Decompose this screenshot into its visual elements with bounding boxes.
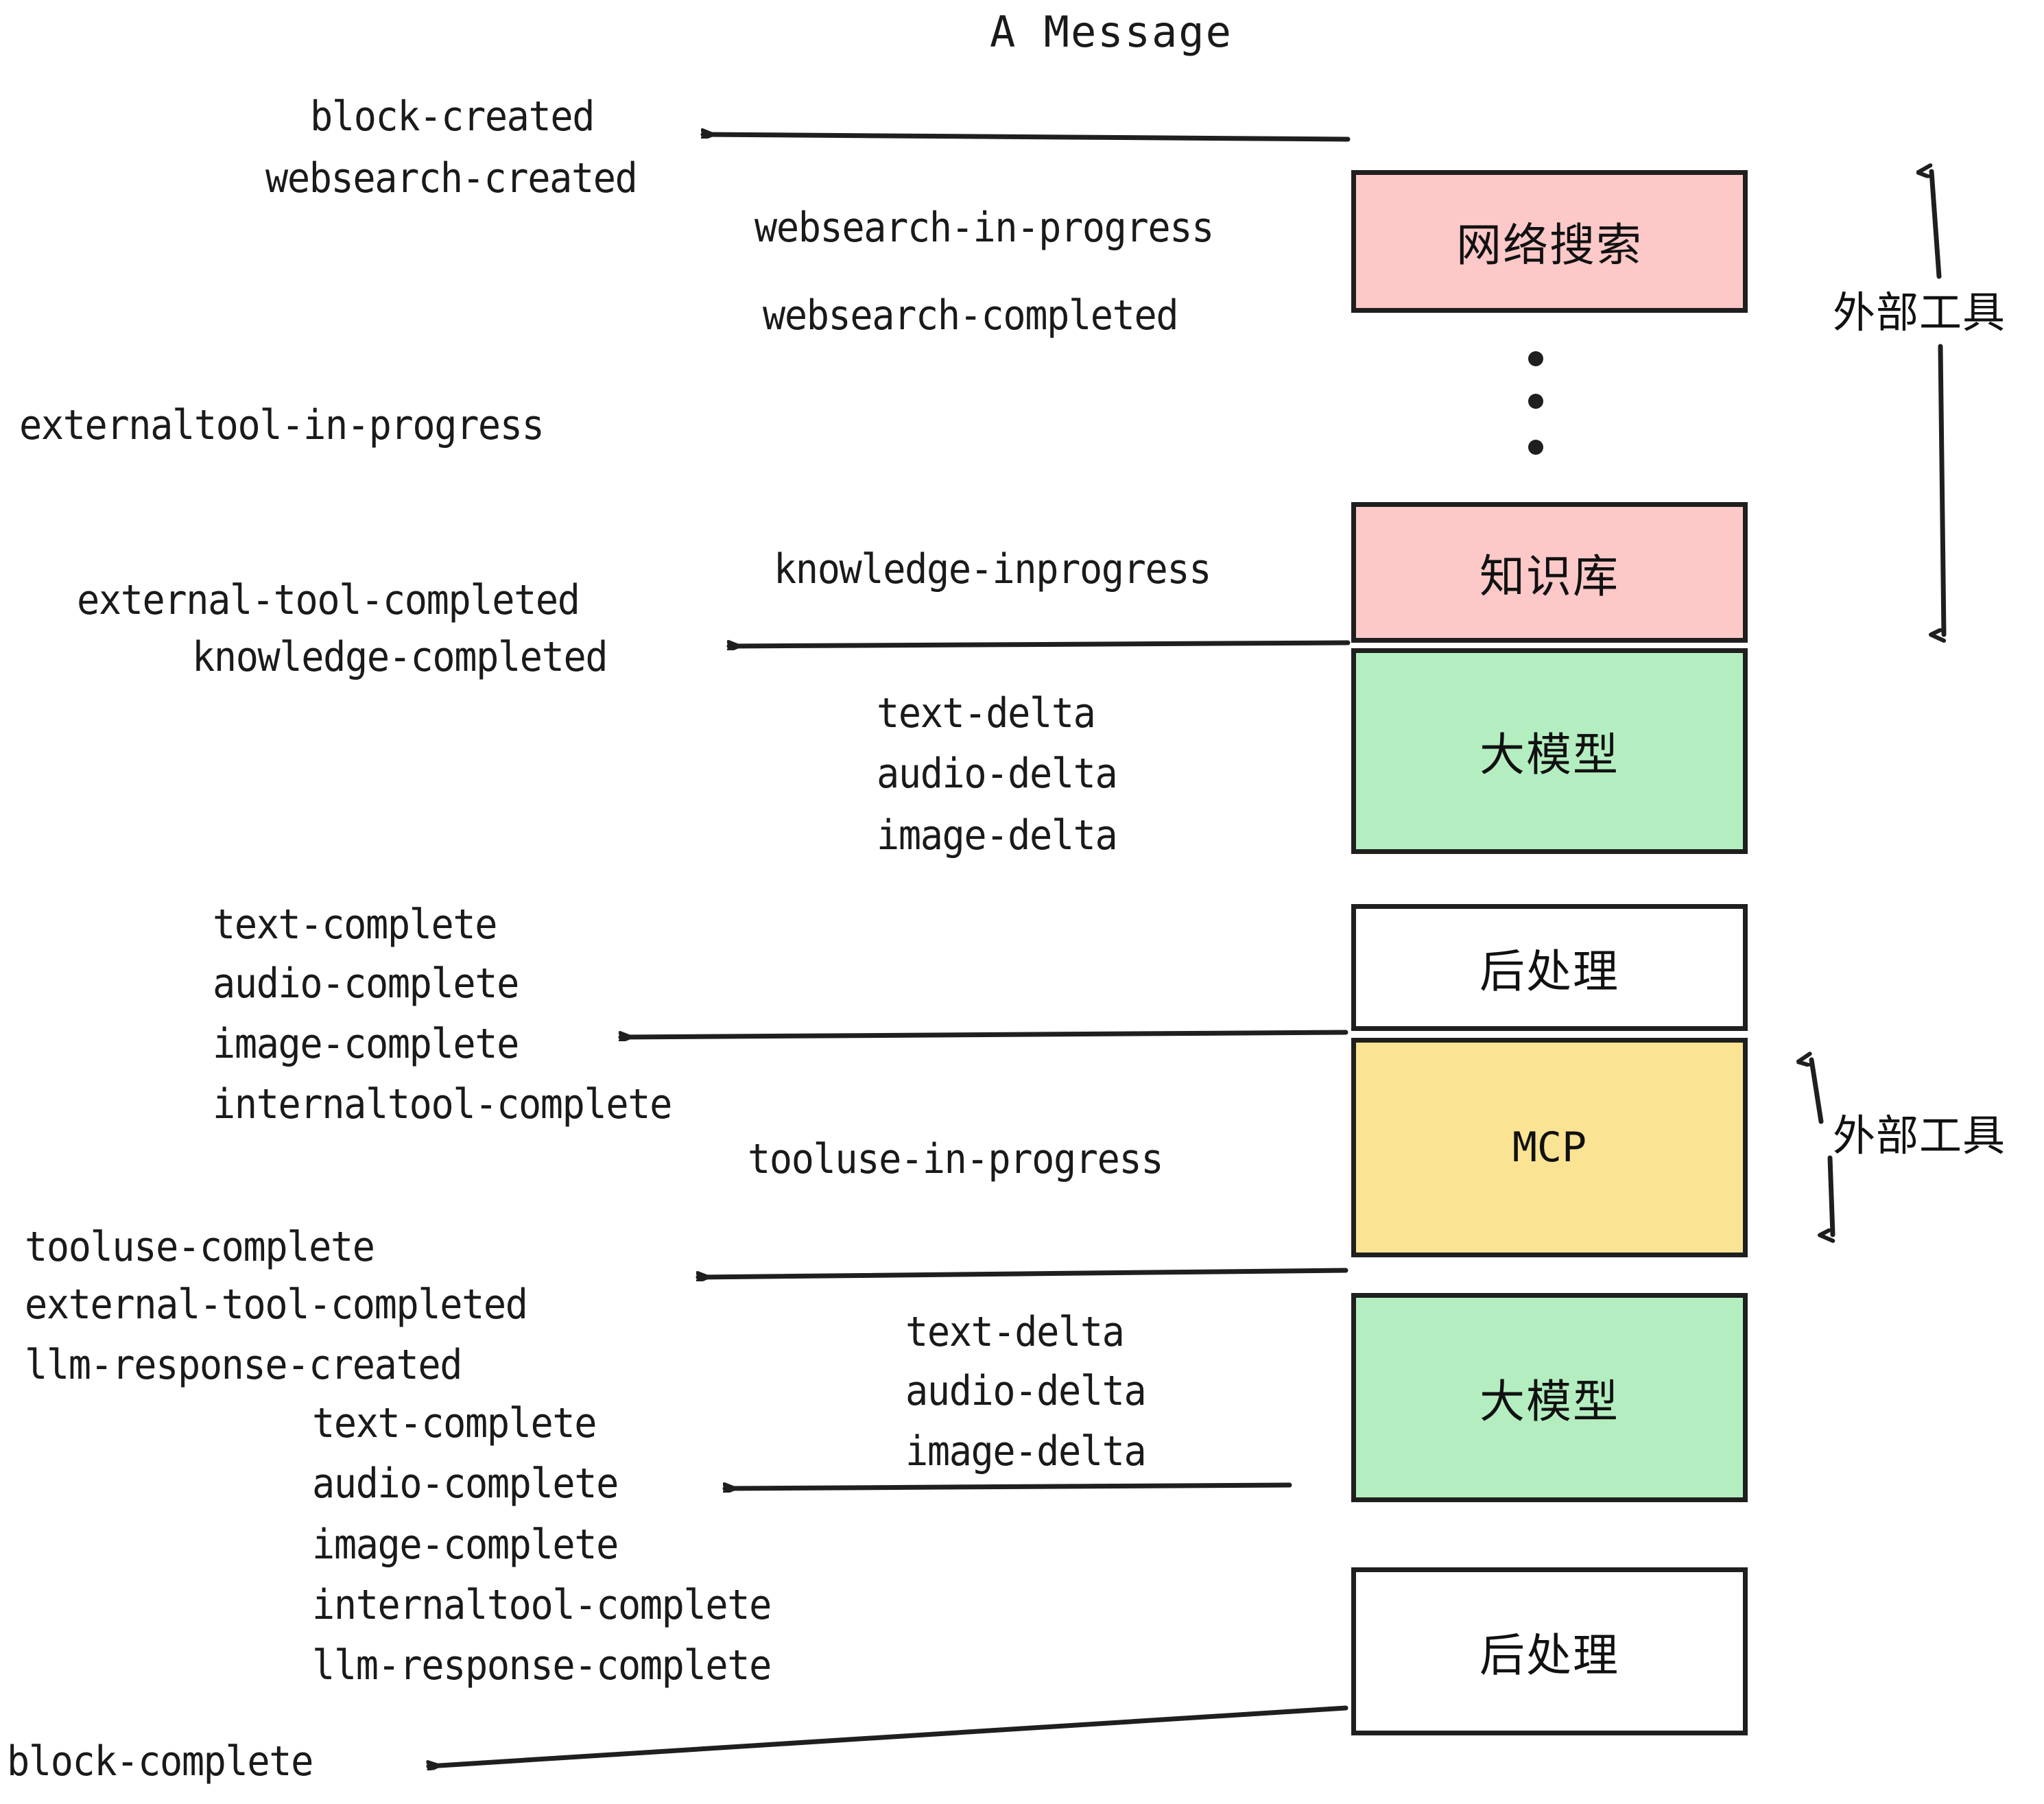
event-audio-complete-1: audio-complete (213, 960, 519, 1008)
node-llm-bottom[interactable]: 大模型 (1351, 1293, 1748, 1502)
event-audio-complete-2: audio-complete (312, 1460, 619, 1508)
event-audio-delta-1: audio-delta (877, 750, 1118, 798)
event-tooluse-in-progress: tooluse-in-progress (748, 1135, 1164, 1183)
event-image-delta-1: image-delta (877, 811, 1118, 859)
event-websearch-completed: websearch-completed (763, 292, 1179, 340)
arrow-postprocess-to-block-complete (429, 1705, 1348, 1766)
node-postprocess-top[interactable]: 后处理 (1351, 904, 1748, 1031)
event-websearch-created: websearch-created (265, 154, 638, 202)
event-tooluse-complete: tooluse-complete (25, 1223, 375, 1271)
event-websearch-in-progress: websearch-in-progress (754, 204, 1214, 252)
node-knowledge-base[interactable]: 知识库 (1351, 502, 1748, 643)
event-text-complete-1: text-complete (213, 901, 497, 949)
event-external-tool-completed-1: external-tool-completed (77, 576, 580, 624)
node-llm-top[interactable]: 大模型 (1351, 648, 1748, 854)
event-internaltool-complete-2: internaltool-complete (312, 1581, 772, 1629)
event-image-complete-2: image-complete (312, 1521, 619, 1569)
node-postprocess-bottom[interactable]: 后处理 (1351, 1567, 1748, 1735)
arrow-llm-to-audio-complete (722, 1485, 1292, 1488)
diagram-title: A Message (990, 7, 1233, 57)
external-tools-down-arrow-bottom (1830, 1155, 1835, 1235)
event-knowledge-completed: knowledge-completed (192, 633, 608, 681)
ellipsis-dot-1 (1528, 351, 1543, 366)
event-block-complete: block-complete (7, 1737, 313, 1785)
event-llm-response-complete: llm-response-complete (312, 1641, 772, 1689)
event-llm-response-created: llm-response-created (25, 1341, 462, 1389)
node-websearch[interactable]: 网络搜索 (1351, 170, 1748, 313)
arrow-knowledge-to-knowledge-completed (726, 643, 1351, 646)
event-internaltool-complete-1: internaltool-complete (213, 1080, 672, 1128)
event-image-delta-2: image-delta (905, 1427, 1147, 1475)
event-external-tool-completed-2: external-tool-completed (25, 1281, 528, 1329)
event-audio-delta-2: audio-delta (905, 1367, 1147, 1415)
ellipsis-dot-2 (1528, 394, 1543, 409)
event-knowledge-inprogress: knowledge-inprogress (774, 545, 1211, 593)
event-text-delta-1: text-delta (877, 689, 1096, 737)
arrow-websearch-to-block-created (700, 134, 1351, 142)
group-label-external-tools-top: 外部工具 (1833, 287, 2006, 337)
arrow-mcp-to-tooluse-complete (696, 1268, 1348, 1277)
external-tools-down-arrow-top (1940, 344, 1947, 634)
group-label-external-tools-bottom: 外部工具 (1833, 1111, 2006, 1161)
arrow-postprocess-to-image-complete (618, 1030, 1348, 1037)
ellipsis-dot-3 (1528, 440, 1543, 455)
event-block-created: block-created (310, 93, 595, 141)
event-text-complete-2: text-complete (312, 1399, 597, 1447)
event-externaltool-in-progress: externaltool-in-progress (19, 401, 545, 449)
event-text-delta-2: text-delta (905, 1308, 1125, 1356)
event-image-complete-1: image-complete (213, 1020, 519, 1068)
external-tools-up-arrow-bottom (1811, 1060, 1824, 1124)
node-mcp[interactable]: MCP (1351, 1038, 1748, 1257)
external-tools-up-arrow-top (1932, 171, 1942, 279)
